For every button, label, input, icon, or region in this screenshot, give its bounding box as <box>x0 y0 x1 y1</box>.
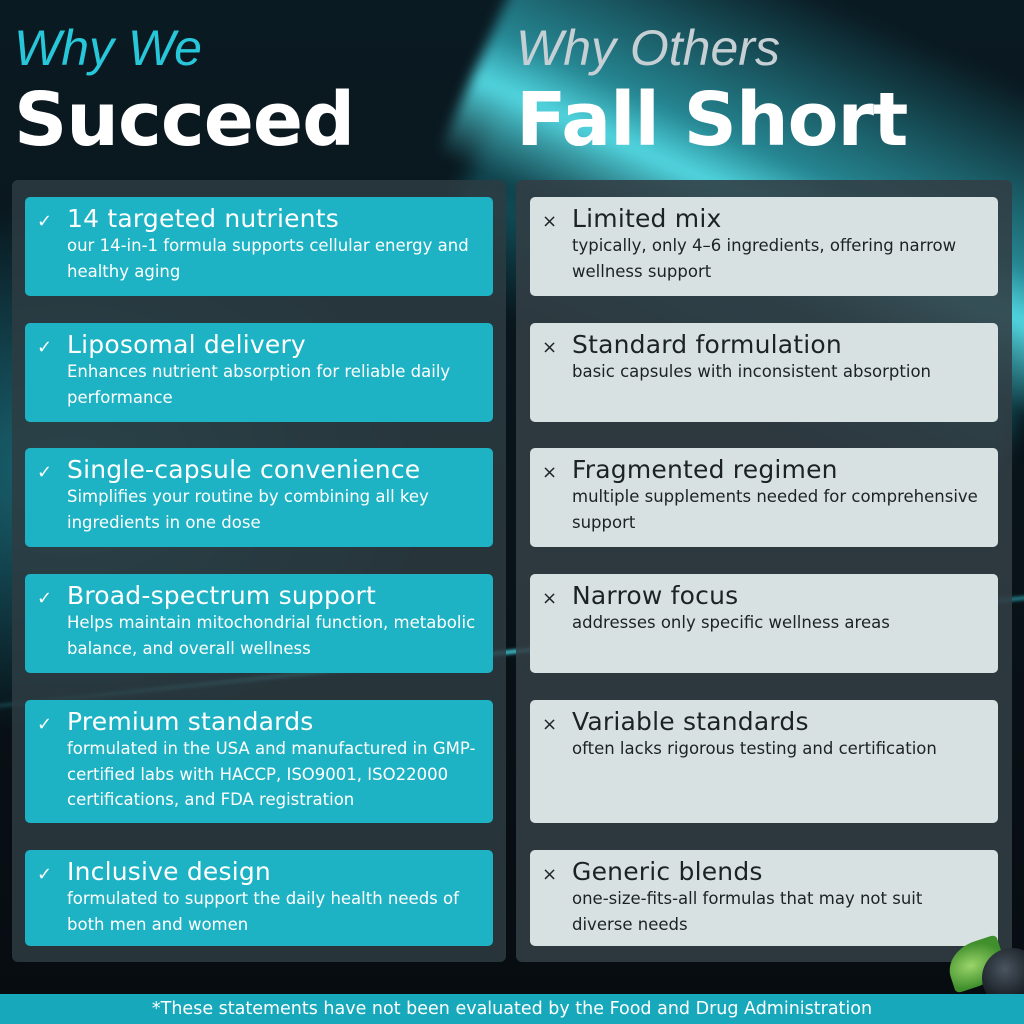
succeed-card-title: 14 targeted nutrients <box>67 204 339 233</box>
succeed-card: ✓ Liposomal delivery Enhances nutrient a… <box>25 323 493 422</box>
succeed-card-description: our 14-in-1 formula supports cellular en… <box>67 236 469 281</box>
fall-short-card-title: Limited mix <box>572 204 722 233</box>
disclaimer-footer: *These statements have not been evaluate… <box>0 994 1024 1024</box>
fall-short-card-description: typically, only 4–6 ingredients, offerin… <box>572 236 957 281</box>
succeed-panel: ✓ 14 targeted nutrients our 14-in-1 form… <box>12 180 506 962</box>
succeed-card-description: Simplifies your routine by combining all… <box>67 487 429 532</box>
succeed-card-title: Single-capsule convenience <box>67 455 421 484</box>
fall-short-card: × Fragmented regimen multiple supplement… <box>530 448 998 547</box>
cross-icon: × <box>542 864 558 885</box>
succeed-card-title: Inclusive design <box>67 857 271 886</box>
fall-short-card-description: multiple supplements needed for comprehe… <box>572 487 978 532</box>
succeed-card: ✓ Inclusive design formulated to support… <box>25 850 493 946</box>
fall-short-card: × Narrow focus addresses only specific w… <box>530 574 998 673</box>
fall-short-card-description: addresses only specific wellness areas <box>572 613 890 632</box>
fall-short-heading-line1: Why Others <box>516 20 780 76</box>
cross-icon: × <box>542 211 558 232</box>
succeed-card-description: formulated to support the daily health n… <box>67 889 459 934</box>
succeed-card-title: Premium standards <box>67 707 314 736</box>
cross-icon: × <box>542 337 558 358</box>
succeed-card-description: Helps maintain mitochondrial function, m… <box>67 613 476 658</box>
fall-short-card-title: Narrow focus <box>572 581 739 610</box>
succeed-card-title: Broad-spectrum support <box>67 581 377 610</box>
fall-short-card-description: one-size-fits-all formulas that may not … <box>572 889 923 934</box>
fall-short-panel: × Limited mix typically, only 4–6 ingred… <box>516 180 1012 962</box>
succeed-card-description: Enhances nutrient absorption for reliabl… <box>67 362 451 407</box>
succeed-heading-line1: Why We <box>14 20 202 76</box>
fall-short-card-description: basic capsules with inconsistent absorpt… <box>572 362 931 381</box>
cross-icon: × <box>542 588 558 609</box>
succeed-card: ✓ Premium standards formulated in the US… <box>25 700 493 823</box>
succeed-card: ✓ Single-capsule convenience Simplifies … <box>25 448 493 547</box>
check-icon: ✓ <box>37 714 53 735</box>
check-icon: ✓ <box>37 588 53 609</box>
fall-short-card: × Limited mix typically, only 4–6 ingred… <box>530 197 998 296</box>
fall-short-heading-line2: Fall Short <box>516 77 908 163</box>
fall-short-card-title: Variable standards <box>572 707 809 736</box>
check-icon: ✓ <box>37 337 53 358</box>
fall-short-card: × Variable standards often lacks rigorou… <box>530 700 998 823</box>
check-icon: ✓ <box>37 462 53 483</box>
cross-icon: × <box>542 462 558 483</box>
fall-short-heading: Why Others Fall Short <box>516 18 908 163</box>
succeed-card-description: formulated in the USA and manufactured i… <box>67 739 476 809</box>
cross-icon: × <box>542 714 558 735</box>
check-icon: ✓ <box>37 864 53 885</box>
fall-short-card: × Generic blends one-size-fits-all formu… <box>530 850 998 946</box>
fall-short-card-title: Fragmented regimen <box>572 455 838 484</box>
succeed-heading-line2: Succeed <box>14 77 355 163</box>
fall-short-card-title: Standard formulation <box>572 330 842 359</box>
fall-short-card-description: often lacks rigorous testing and certifi… <box>572 739 937 758</box>
check-icon: ✓ <box>37 211 53 232</box>
succeed-heading: Why We Succeed <box>14 18 355 163</box>
succeed-card: ✓ Broad-spectrum support Helps maintain … <box>25 574 493 673</box>
succeed-card: ✓ 14 targeted nutrients our 14-in-1 form… <box>25 197 493 296</box>
fall-short-card: × Standard formulation basic capsules wi… <box>530 323 998 422</box>
fall-short-card-title: Generic blends <box>572 857 763 886</box>
succeed-card-title: Liposomal delivery <box>67 330 306 359</box>
